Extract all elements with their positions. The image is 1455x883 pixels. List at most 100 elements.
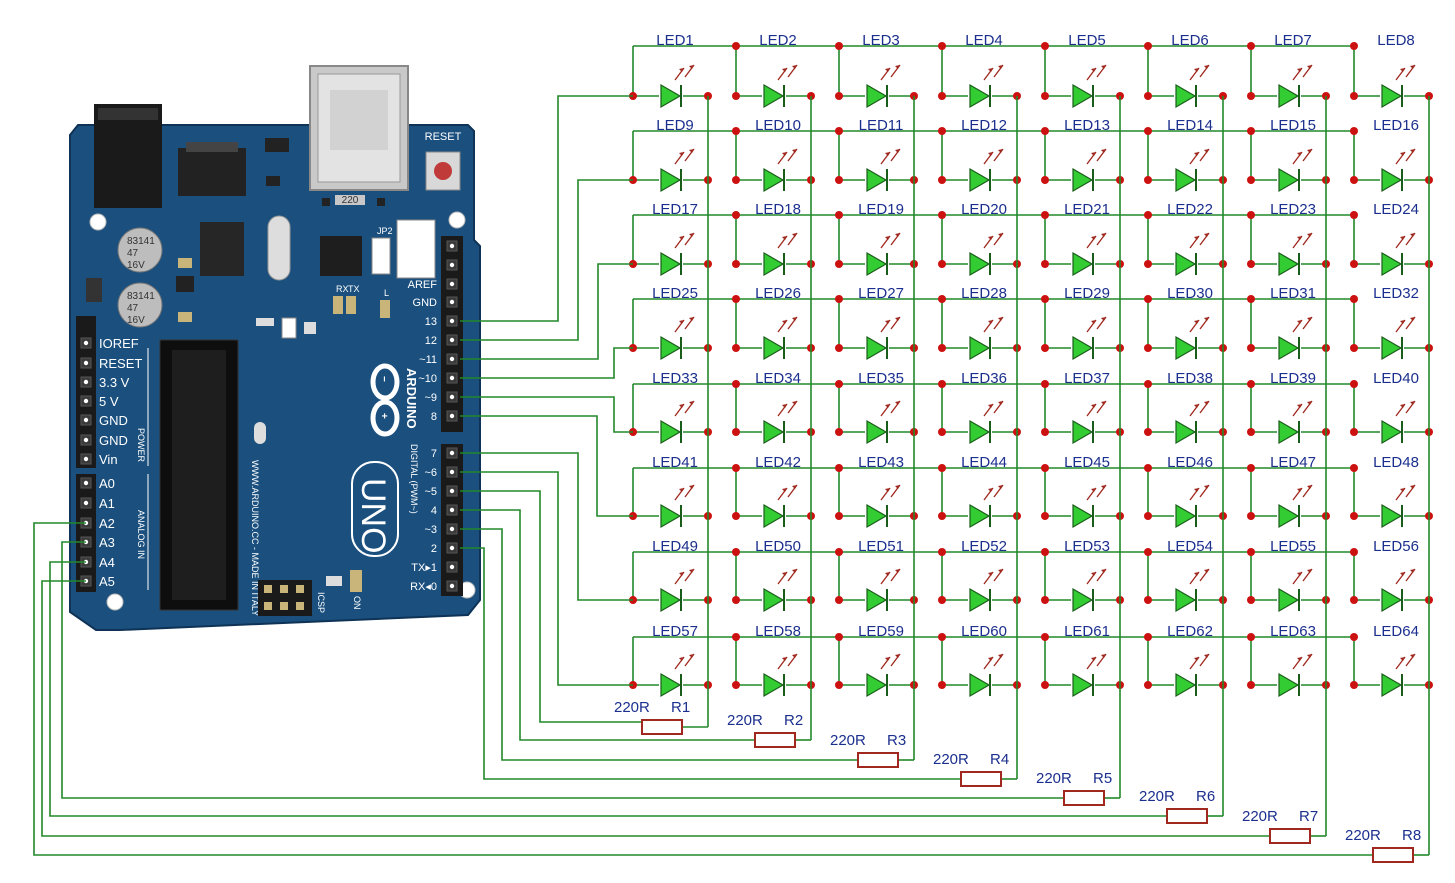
svg-text:16V: 16V [127, 260, 145, 271]
resistor-value: 220R [727, 712, 763, 729]
svg-text:TX: TX [348, 284, 360, 294]
led-label: LED30 [1167, 285, 1213, 302]
junction-node [1350, 512, 1358, 520]
led-diode [660, 400, 695, 445]
led-label: LED17 [652, 201, 698, 218]
power-pin-label: 3.3 V [99, 375, 130, 390]
digital-pin-label: ~9 [424, 392, 437, 404]
resistor-value: 220R [614, 699, 650, 716]
svg-text:WWW.ARDUINO.CC - MADE IN ITALY: WWW.ARDUINO.CC - MADE IN ITALY [250, 460, 260, 616]
led-diode [1381, 653, 1416, 698]
led-diode [763, 148, 798, 193]
led-diode [1175, 316, 1210, 361]
junction-node [1247, 428, 1255, 436]
led-diode [866, 316, 901, 361]
led-label: LED46 [1167, 454, 1213, 471]
digital-pin-label: ~10 [418, 373, 437, 385]
junction-node [938, 596, 946, 604]
led-diode [763, 64, 798, 109]
junction-node [1041, 548, 1049, 556]
resistor-name: R8 [1402, 827, 1421, 844]
junction-node [732, 548, 740, 556]
led-diode [1175, 64, 1210, 109]
junction-node [835, 681, 843, 689]
led-diode [1175, 653, 1210, 698]
junction-node [835, 176, 843, 184]
svg-text:47: 47 [127, 248, 139, 259]
led-label: LED4 [965, 32, 1003, 49]
junction-node [938, 260, 946, 268]
led-diode [1381, 484, 1416, 529]
led-diode [866, 484, 901, 529]
junction-node [938, 42, 946, 50]
reset-button: RESET [425, 131, 462, 191]
junction-node [1350, 211, 1358, 219]
led-diode [1175, 568, 1210, 613]
led-diode [1278, 484, 1313, 529]
led-diode [1072, 400, 1107, 445]
led-diode [1381, 400, 1416, 445]
junction-node [835, 295, 843, 303]
junction-node [835, 380, 843, 388]
analog-pin-label: A3 [99, 535, 115, 550]
resistor-value: 220R [933, 751, 969, 768]
led-diode [866, 400, 901, 445]
junction-node [938, 344, 946, 352]
junction-node [1041, 92, 1049, 100]
uno-badge: UNO [351, 461, 399, 557]
junction-node [1144, 344, 1152, 352]
led-label: LED16 [1373, 117, 1419, 134]
led-label: LED33 [652, 370, 698, 387]
digital-pin-label: ~5 [424, 486, 437, 498]
digital-pin-label: 2 [431, 543, 437, 555]
junction-node [732, 295, 740, 303]
led-diode [1072, 568, 1107, 613]
junction-node [1247, 42, 1255, 50]
led-label: LED58 [755, 623, 801, 640]
led-label: LED59 [858, 623, 904, 640]
led-diode [969, 64, 1004, 109]
led-label: LED57 [652, 623, 698, 640]
led-diode [1072, 316, 1107, 361]
led-diode [969, 568, 1004, 613]
atmega328-chip [159, 339, 239, 611]
led-label: LED29 [1064, 285, 1110, 302]
power-header [76, 316, 96, 468]
junction-node [938, 512, 946, 520]
junction-node [1247, 512, 1255, 520]
led-diode [1175, 484, 1210, 529]
led-diode [1278, 148, 1313, 193]
led-label: LED26 [755, 285, 801, 302]
junction-node [835, 596, 843, 604]
junction-node [1350, 428, 1358, 436]
junction-node [1350, 596, 1358, 604]
junction-node [732, 380, 740, 388]
junction-node [732, 127, 740, 135]
led-diode [763, 316, 798, 361]
led-diode [866, 148, 901, 193]
resistor-value: 220R [830, 732, 866, 749]
led-label: LED51 [858, 538, 904, 555]
svg-text:220: 220 [342, 195, 359, 206]
power-pin-label: GND [99, 433, 128, 448]
crystal [267, 215, 291, 281]
junction-node [1041, 596, 1049, 604]
svg-text:47: 47 [127, 303, 139, 314]
power-pin-label: Vin [99, 452, 118, 467]
junction-node [1247, 380, 1255, 388]
wiring [33, 42, 1433, 856]
junction-node [732, 344, 740, 352]
led-label: LED42 [755, 454, 801, 471]
led-diode [763, 484, 798, 529]
led-label: LED15 [1270, 117, 1316, 134]
voltage-regulator [178, 148, 246, 196]
junction-node [732, 681, 740, 689]
junction-node [1144, 633, 1152, 641]
digital-pin-label: ~11 [419, 354, 437, 366]
junction-node [1144, 211, 1152, 219]
svg-text:POWER: POWER [136, 428, 146, 463]
